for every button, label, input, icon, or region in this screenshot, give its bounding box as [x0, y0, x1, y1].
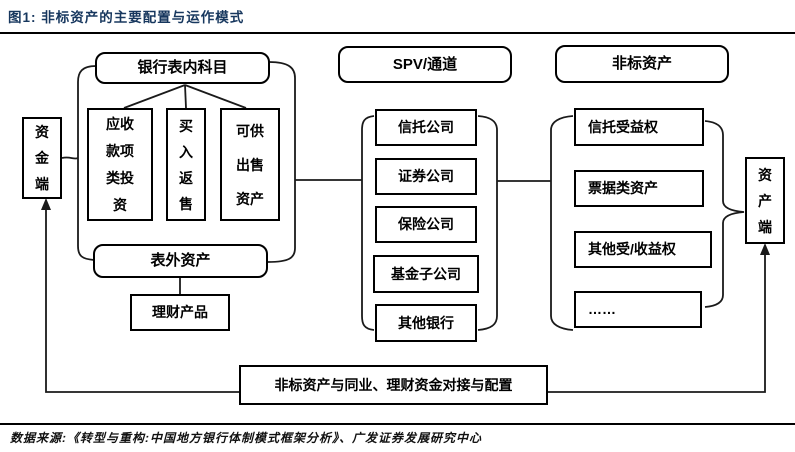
spv-item-label: 其他银行 [398, 314, 454, 331]
fan-line-1 [123, 84, 186, 109]
spv-left-bracket [361, 115, 375, 331]
nonstandard-item-trust-rights-box: 信托受益权 [574, 108, 704, 146]
asset-side-box: 资产端 [745, 157, 785, 244]
on-balance-item-repo-box: 买入返售 [166, 108, 206, 221]
spv-item-label: 保险公司 [398, 216, 454, 233]
on-balance-item-label: 应收款项类投资 [106, 115, 134, 213]
funding-side-box: 资金端 [22, 117, 62, 199]
spv-item-trust-box: 信托公司 [375, 109, 477, 146]
spv-item-securities-box: 证券公司 [375, 158, 477, 195]
nonstandard-item-label: 票据类资产 [588, 180, 658, 197]
off-balance-header-box: 表外资产 [93, 244, 268, 278]
bottom-divider [0, 423, 795, 425]
fan-line-3 [184, 84, 247, 109]
spv-item-label: 信托公司 [398, 119, 454, 136]
nonstandard-item-label: 信托受益权 [588, 118, 658, 135]
spv-item-label: 证券公司 [398, 168, 454, 185]
nonstandard-header-box: 非标资产 [555, 45, 729, 83]
nonstandard-item-other-rights-box: 其他受/收益权 [574, 231, 712, 268]
on-balance-item-receivables-box: 应收款项类投资 [87, 108, 153, 221]
nonstandard-item-label: 其他受/收益权 [588, 241, 676, 258]
spv-header-label: SPV/通道 [392, 55, 458, 73]
bottom-banner-box: 非标资产与同业、理财资金对接与配置 [239, 365, 548, 405]
arrowhead-right [760, 243, 770, 255]
spv-header-box: SPV/通道 [338, 46, 512, 83]
wealth-product-label: 理财产品 [152, 304, 208, 321]
spv-item-fund-subsidiary-box: 基金子公司 [373, 255, 479, 293]
spv-item-label: 基金子公司 [391, 265, 461, 282]
bank-on-balance-header-label: 银行表内科目 [137, 59, 228, 77]
bottom-banner-label: 非标资产与同业、理财资金对接与配置 [274, 376, 513, 393]
nonstandard-item-label: …… [588, 301, 616, 318]
fan-line-2 [184, 84, 187, 109]
data-source-note: 数据来源:《转型与重构:中国地方银行体制模式框架分析》、广发证券发展研究中心 [10, 431, 482, 445]
spv-right-bracket [477, 115, 498, 331]
funding-stub [61, 156, 79, 160]
figure-title: 图1: 非标资产的主要配置与运作模式 [8, 10, 245, 25]
nonstandard-item-bills-box: 票据类资产 [574, 170, 704, 207]
on-balance-item-label: 买入返售 [179, 117, 193, 212]
off-balance-header-label: 表外资产 [150, 252, 211, 270]
loop-left [45, 208, 239, 393]
wealth-product-box: 理财产品 [130, 294, 230, 331]
loop-right [548, 253, 766, 393]
funding-side-label: 资金端 [35, 124, 49, 192]
top-divider [0, 32, 795, 34]
nonstandard-item-ellipsis-box: …… [574, 291, 702, 328]
arrowhead-left [41, 198, 51, 210]
spv-item-other-banks-box: 其他银行 [375, 304, 477, 342]
nonstandard-left-bracket [550, 115, 574, 331]
on-balance-item-afs-box: 可供出售资产 [220, 108, 280, 221]
left-group-right-bracket [267, 61, 296, 263]
left-group-left-bracket [77, 65, 97, 261]
bank-on-balance-header-box: 银行表内科目 [95, 52, 270, 84]
nonstandard-right-brace [704, 120, 745, 308]
nonstandard-header-label: 非标资产 [611, 55, 672, 73]
asset-side-label: 资产端 [758, 166, 772, 235]
on-balance-item-label: 可供出售资产 [236, 122, 264, 207]
spv-item-insurance-box: 保险公司 [375, 206, 477, 243]
